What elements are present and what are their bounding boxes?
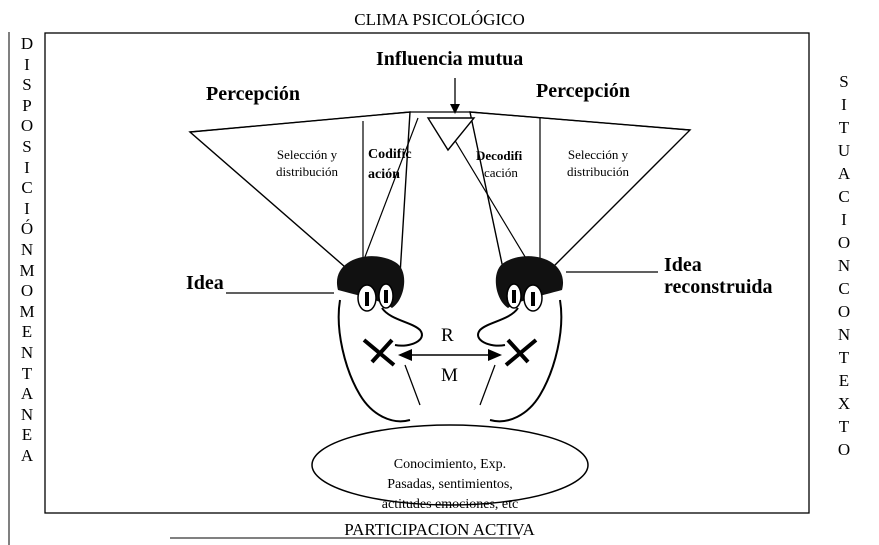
left-vertical-letter: M [19,301,35,321]
right-vertical-letter: T [838,118,850,137]
right-vertical-letter: A [837,164,851,183]
top-title: CLIMA PSICOLÓGICO [354,10,525,29]
right-vertical-letter: U [837,141,851,160]
right-vertical-letter: C [838,279,850,298]
left-vertical-letter: N [20,342,34,362]
bottom-title: PARTICIPACION ACTIVA [344,520,535,539]
left-vertical-letter: N [20,404,34,424]
left-vertical-letter: P [22,95,32,115]
right-vertical-letter: N [837,256,851,275]
right-vertical-letter: T [838,417,850,436]
right-vertical-letter: X [837,394,851,413]
left-vertical-letter: Ó [20,219,34,239]
right-seleccion-label: Selección y distribución [566,147,630,179]
left-vertical-letter: O [20,116,34,136]
right-decodificacion-label: Decodifi cación [476,148,523,180]
left-person-icon [336,256,423,423]
left-perception-cone [188,111,411,281]
left-seleccion-label: Selección y distribución [275,147,339,179]
left-vertical-letter: C [21,178,33,198]
right-vertical-letter: S [839,72,849,91]
right-vertical-letter: I [841,210,847,229]
left-vertical-letter: I [24,157,30,177]
left-vertical-letter: S [22,75,32,95]
influence-funnel [426,117,476,152]
right-vertical-letter: O [837,440,851,459]
right-vertical-letter: C [838,187,850,206]
left-vertical-letter: E [21,322,33,342]
right-person-icon [477,256,564,423]
left-vertical-letter: S [22,136,32,156]
left-vertical-letter: I [24,198,30,218]
knowledge-ellipse [311,424,589,506]
left-vertical-letter: A [20,384,34,404]
left-idea-label: Idea [186,272,224,294]
left-vertical-letter: M [19,260,35,280]
left-vertical-letter: T [21,363,33,383]
ellipse-text: Conocimiento, Exp. Pasadas, sentimientos… [381,457,519,512]
left-vertical-letter: N [20,239,34,259]
r-label: R [441,325,454,346]
m-label: M [441,365,458,386]
right-vertical-letter: O [837,233,851,252]
left-percepcion-label: Percepción [206,83,301,105]
left-vertical-letter: D [20,34,34,53]
right-vertical-letter: N [837,325,851,344]
left-vertical-letter: I [24,54,30,74]
right-vertical-letter: E [838,371,850,390]
right-percepcion-label: Percepción [536,80,631,102]
right-vertical-letter: T [838,348,850,367]
right-vertical-letter: O [837,302,851,321]
right-vertical-letter: I [841,95,847,114]
left-vertical-letter: A [20,445,34,465]
right-perception-cone [469,111,692,281]
left-vertical-letter: E [21,425,33,445]
inner-frame [44,32,810,514]
influence-label: Influencia mutua [376,48,524,70]
left-vertical-letter: O [20,281,34,301]
